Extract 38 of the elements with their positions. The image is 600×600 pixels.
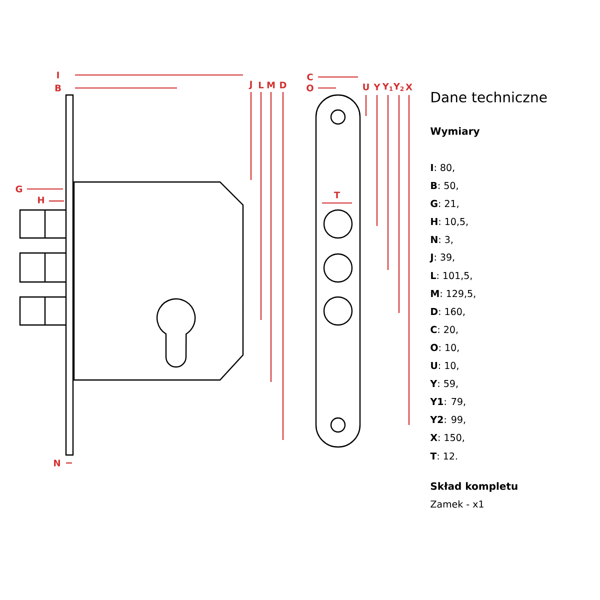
spec-item: H: 10,5, (431, 218, 468, 226)
spec-item: L: 101,5, (431, 272, 472, 280)
spec-item: B: 50, (431, 182, 458, 190)
dimension-letter: D (280, 82, 286, 88)
dimension-letter: U (363, 84, 369, 90)
spec-item: M: 129,5, (431, 290, 476, 298)
spec-item: T: 12. (430, 452, 457, 460)
spec-item: D: 160, (431, 308, 465, 316)
dimension-letter: Y$_{1}$ (382, 83, 393, 91)
dimension-letter: X (406, 84, 412, 90)
dimension-letter: H (38, 196, 44, 204)
heading: Dane techniczne (432, 92, 547, 102)
spec-item: C: 20, (430, 326, 458, 334)
spec-item: I: 80, (431, 164, 454, 172)
dimension-letter: N (54, 460, 60, 466)
dimension-letter: J (248, 80, 252, 90)
spec-item: J: 39, (430, 254, 454, 262)
spec-item: Zamek - x1 (430, 500, 484, 508)
section-heading: Skład kompletu (430, 482, 518, 492)
spec-item: U: 10, (431, 362, 458, 370)
spec-item: Y1: 79, (430, 398, 466, 406)
dimension-letter: L (258, 82, 264, 88)
spec-item: X: 150, (430, 434, 464, 442)
dimension-letter: O (306, 84, 314, 92)
section-heading: Wymiary (430, 127, 480, 137)
spec-item: Y: 59, (430, 380, 458, 388)
dimension-letter: M (267, 82, 275, 88)
dimension-letter: Y (374, 84, 380, 90)
dimension-letter: T (334, 192, 340, 198)
spec-item: G: 21, (430, 200, 458, 208)
spec-item: O: 10, (430, 344, 459, 352)
dimension-letter: I (57, 72, 59, 78)
spec-item: N: 3, (431, 236, 452, 244)
dimension-letter: B (55, 84, 61, 92)
dimension-letter: C (307, 74, 313, 80)
spec-item: Y2: 99, (430, 416, 466, 424)
dimension-letter: G (16, 186, 22, 192)
dimension-letter: Y$_{2}$ (393, 83, 404, 91)
